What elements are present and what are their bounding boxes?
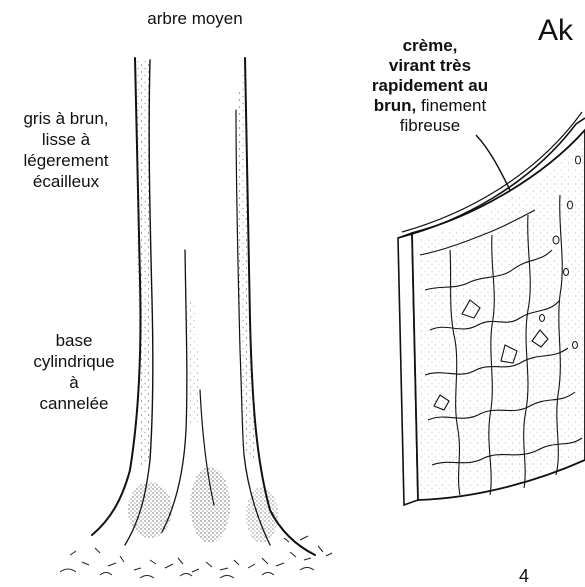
tree-size-label: arbre moyen xyxy=(125,8,265,29)
bark-slash xyxy=(398,112,585,505)
base-shape-label: base cylindrique à cannelée xyxy=(14,330,134,414)
base-shape-line: base xyxy=(14,330,134,351)
slash-line: fibreuse xyxy=(350,116,510,136)
slash-line: crème, xyxy=(350,36,510,56)
base-shape-line: cylindrique xyxy=(14,351,134,372)
bark-color-line: lisse à xyxy=(2,129,130,150)
slash-description-label: crème, virant très rapidement au brun, f… xyxy=(350,36,510,136)
corner-title: Ak xyxy=(538,14,585,48)
base-shape-line: à xyxy=(14,372,134,393)
label-leader-line xyxy=(476,135,510,190)
trunk-shading xyxy=(128,58,278,543)
bark-color-line: écailleux xyxy=(2,171,130,192)
bark-color-line: légerement xyxy=(2,150,130,171)
bark-color-line: gris à brun, xyxy=(2,108,130,129)
slash-line: rapidement au xyxy=(350,76,510,96)
base-shape-line: cannelée xyxy=(14,393,134,414)
slash-line: virant très xyxy=(350,56,510,76)
slash-line-bold: brun, xyxy=(374,96,417,115)
ground-litter xyxy=(60,536,332,578)
corner-mark: 4 xyxy=(514,566,534,587)
slash-line-rest: finement xyxy=(416,96,486,115)
slash-line: brun, finement xyxy=(350,96,510,116)
bark-color-label: gris à brun, lisse à légerement écailleu… xyxy=(2,108,130,192)
